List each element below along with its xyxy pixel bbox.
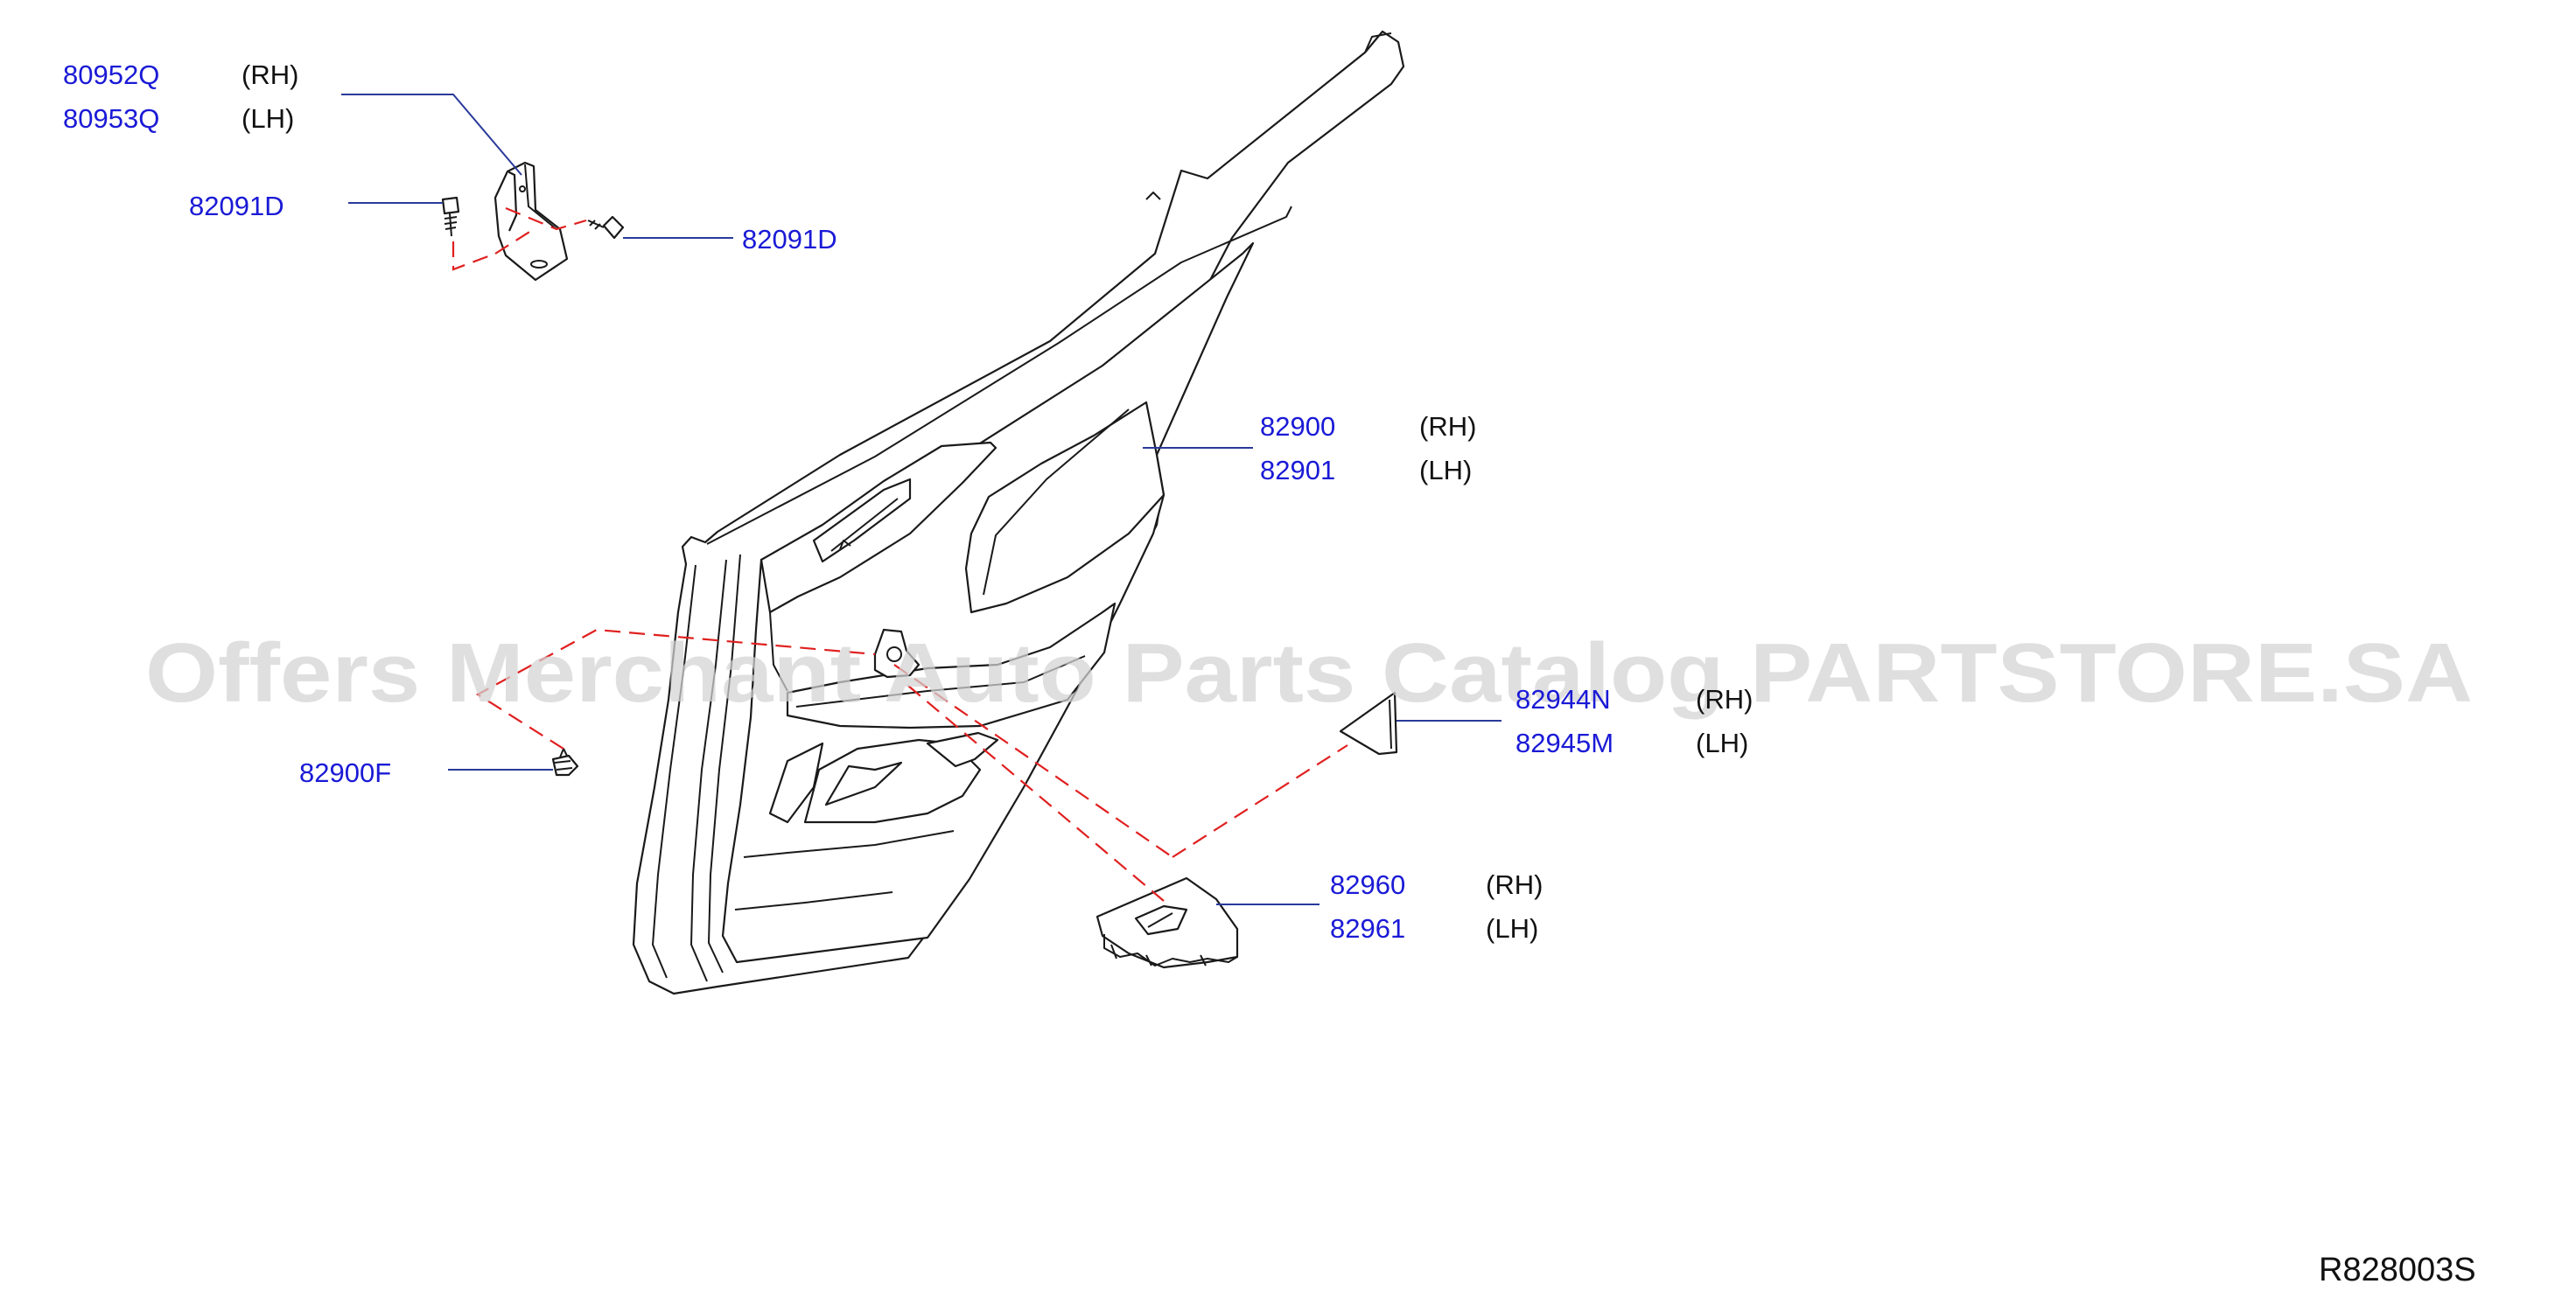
part-number-label: 82960 — [1330, 869, 1405, 900]
side-label: (LH) — [1419, 455, 1472, 485]
diagram-reference-code: R828003S — [2319, 1252, 2476, 1288]
part-number-label: 82945M — [1516, 728, 1614, 758]
side-label: (LH) — [242, 103, 294, 134]
side-label: (RH) — [1419, 411, 1476, 442]
screw-82091d-right[interactable] — [587, 215, 625, 240]
power-window-switch-finisher[interactable] — [1096, 876, 1239, 969]
part-number-label: 80952Q — [63, 59, 159, 90]
callout-82091d-left[interactable]: 82091D — [189, 191, 284, 221]
callout-82900f[interactable]: 82900F — [299, 757, 391, 788]
callout-82091d-right[interactable]: 82091D — [742, 224, 837, 255]
callout-82901[interactable]: 82901 (LH) — [1260, 455, 1472, 485]
part-number-label: 82901 — [1260, 455, 1335, 485]
callout-82900[interactable]: 82900 (RH) — [1260, 411, 1476, 442]
side-label: (RH) — [1486, 869, 1543, 900]
part-number-label: 82900 — [1260, 411, 1335, 442]
part-number-label: 82091D — [742, 224, 837, 255]
callout-82960[interactable]: 82960 (RH) — [1330, 869, 1543, 900]
callout-82961[interactable]: 82961 (LH) — [1330, 913, 1538, 944]
callout-82945m[interactable]: 82945M (LH) — [1516, 728, 1748, 758]
watermark: Offers Merchant Auto Parts Catalog PARTS… — [145, 626, 2473, 720]
finisher-cover[interactable] — [1339, 691, 1398, 756]
side-label: (LH) — [1486, 913, 1538, 944]
side-label: (RH) — [242, 59, 298, 90]
side-label: (RH) — [1696, 684, 1753, 715]
leader-lines — [341, 94, 1502, 905]
screw-82091d-left[interactable] — [441, 196, 460, 237]
callout-82944n[interactable]: 82944N (RH) — [1516, 684, 1753, 715]
part-number-label: 82900F — [299, 757, 391, 788]
door-bracket[interactable] — [494, 161, 569, 282]
part-number-label: 82961 — [1330, 913, 1405, 944]
door-finisher-panel[interactable] — [632, 30, 1405, 995]
part-number-label: 80953Q — [63, 103, 159, 134]
callout-80952q[interactable]: 80952Q (RH) — [63, 59, 298, 90]
part-number-label: 82944N — [1516, 684, 1611, 715]
assembly-guide-lines — [452, 206, 1348, 902]
clip-82900f[interactable] — [551, 748, 579, 777]
part-number-label: 82091D — [189, 191, 284, 221]
callout-80953q[interactable]: 80953Q (LH) — [63, 103, 294, 134]
side-label: (LH) — [1696, 728, 1748, 758]
